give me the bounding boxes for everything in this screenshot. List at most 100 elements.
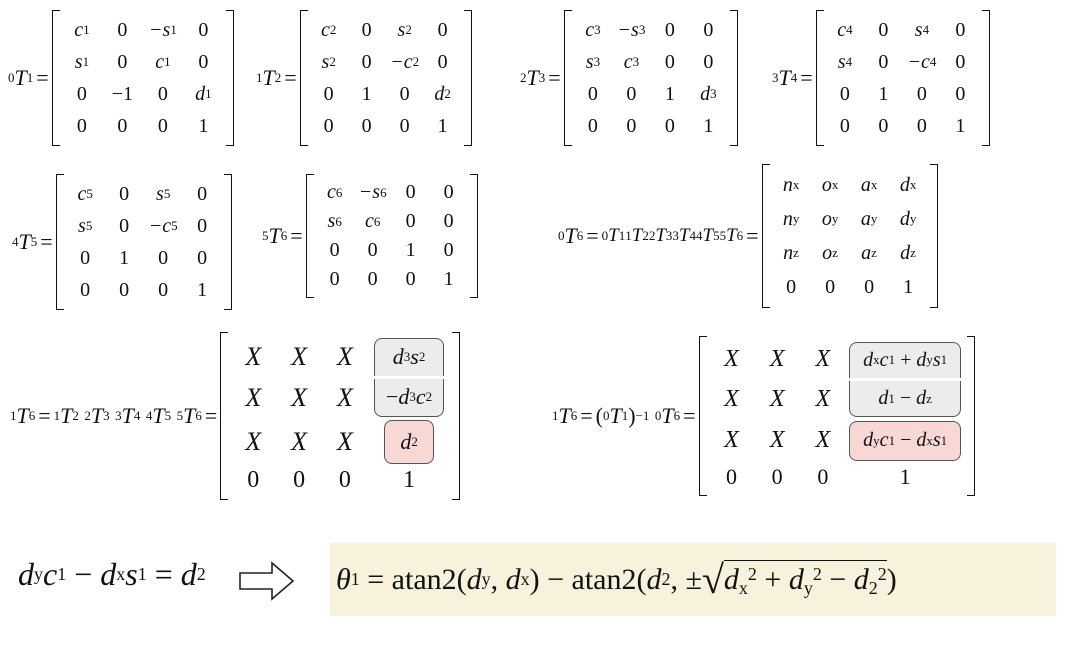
cell-value: c [364,210,374,232]
equals-sign: = [284,65,297,90]
right-arrow-icon [239,561,295,601]
cell-value: −c [390,50,413,73]
cell-value: 0 [367,239,378,261]
cell-value: 1 [703,114,714,137]
cell-value: n [782,173,793,196]
cell-value: 0 [703,18,714,41]
cell-subscript: z [832,245,838,260]
cell-value: d [434,82,445,105]
cell-subscript: x [792,177,800,192]
matrix-cell: 1 [903,276,913,299]
cell-value: 0 [80,246,91,269]
matrix-cell: 0 [917,115,927,138]
matrix-cell: 0 [197,183,207,206]
matrix-cell: 0 [80,247,90,270]
matrix-cell: 0 [840,83,850,106]
cell-value: 0 [405,268,416,290]
matrix-cell: 0 [703,19,713,42]
cell-subscript: z [910,245,916,260]
matrix-cell: 0 [158,247,168,270]
matrix-cell: 0 [198,19,208,42]
matrix-cell: 0 [400,115,410,138]
matrix-cell: 1 [444,268,454,291]
cell-value: a [860,173,871,196]
cell: X [336,427,353,457]
cell-subscript: 2 [444,86,451,101]
cell-value: s [914,18,923,41]
matrix-cell: 0 [119,183,129,206]
cell-value: 0 [197,214,208,237]
cell-subscript: 1 [164,54,171,69]
cell-subscript: 4 [922,22,930,37]
matrix-cell: 0 [324,115,334,138]
cell-value: 0 [80,278,91,301]
cell-value: 0 [197,246,208,269]
cell: X [336,382,353,412]
cell-value: 1 [405,239,416,261]
matrix-cell: 0 [324,83,334,106]
cell-subscript: y [870,211,878,226]
cell: X [769,385,785,412]
cell-value: c [320,18,330,41]
matrix-cell: 0 [368,268,378,291]
cell-value: s [585,50,594,73]
cell-value: 1 [198,114,209,137]
cell-value: 1 [119,246,130,269]
matrix-cell: 0 [840,115,850,138]
matrix-cell: 0 [444,210,454,233]
cell-value: 0 [878,50,889,73]
cell-value: −1 [111,82,134,105]
cell-value: 0 [443,181,454,203]
matrix-cell: 0 [878,51,888,74]
cell-value: 0 [626,114,637,137]
equals-sign: = [40,229,53,254]
cell-value: 0 [955,18,966,41]
cell-subscript: y [792,211,800,226]
cell-subscript: 1 [83,22,90,37]
cell: 0 [725,464,737,490]
cell-value: 1 [361,82,372,105]
cell-value: 0 [361,114,372,137]
equals-sign: = [38,403,51,428]
cell-subscript: x [831,177,839,192]
cell-value: 0 [437,18,448,41]
cell-subscript: 3 [593,54,601,69]
cell-value: 0 [76,82,87,105]
matrix-cell: 0 [955,51,965,74]
matrix-cell: 0 [438,19,448,42]
matrix-cell: 0 [400,83,410,106]
cell-value: 0 [916,114,927,137]
matrix-cell: 1 [703,115,713,138]
cell-subscript: 4 [929,54,937,69]
cell: 1 [899,464,911,490]
equals-sign: = [800,65,813,90]
matrix-cell: 0 [588,115,598,138]
cell-value: a [861,241,872,264]
cell-subscript: 6 [380,184,387,200]
matrix-cell: 0 [878,115,888,138]
cell-subscript: 1 [205,86,212,101]
